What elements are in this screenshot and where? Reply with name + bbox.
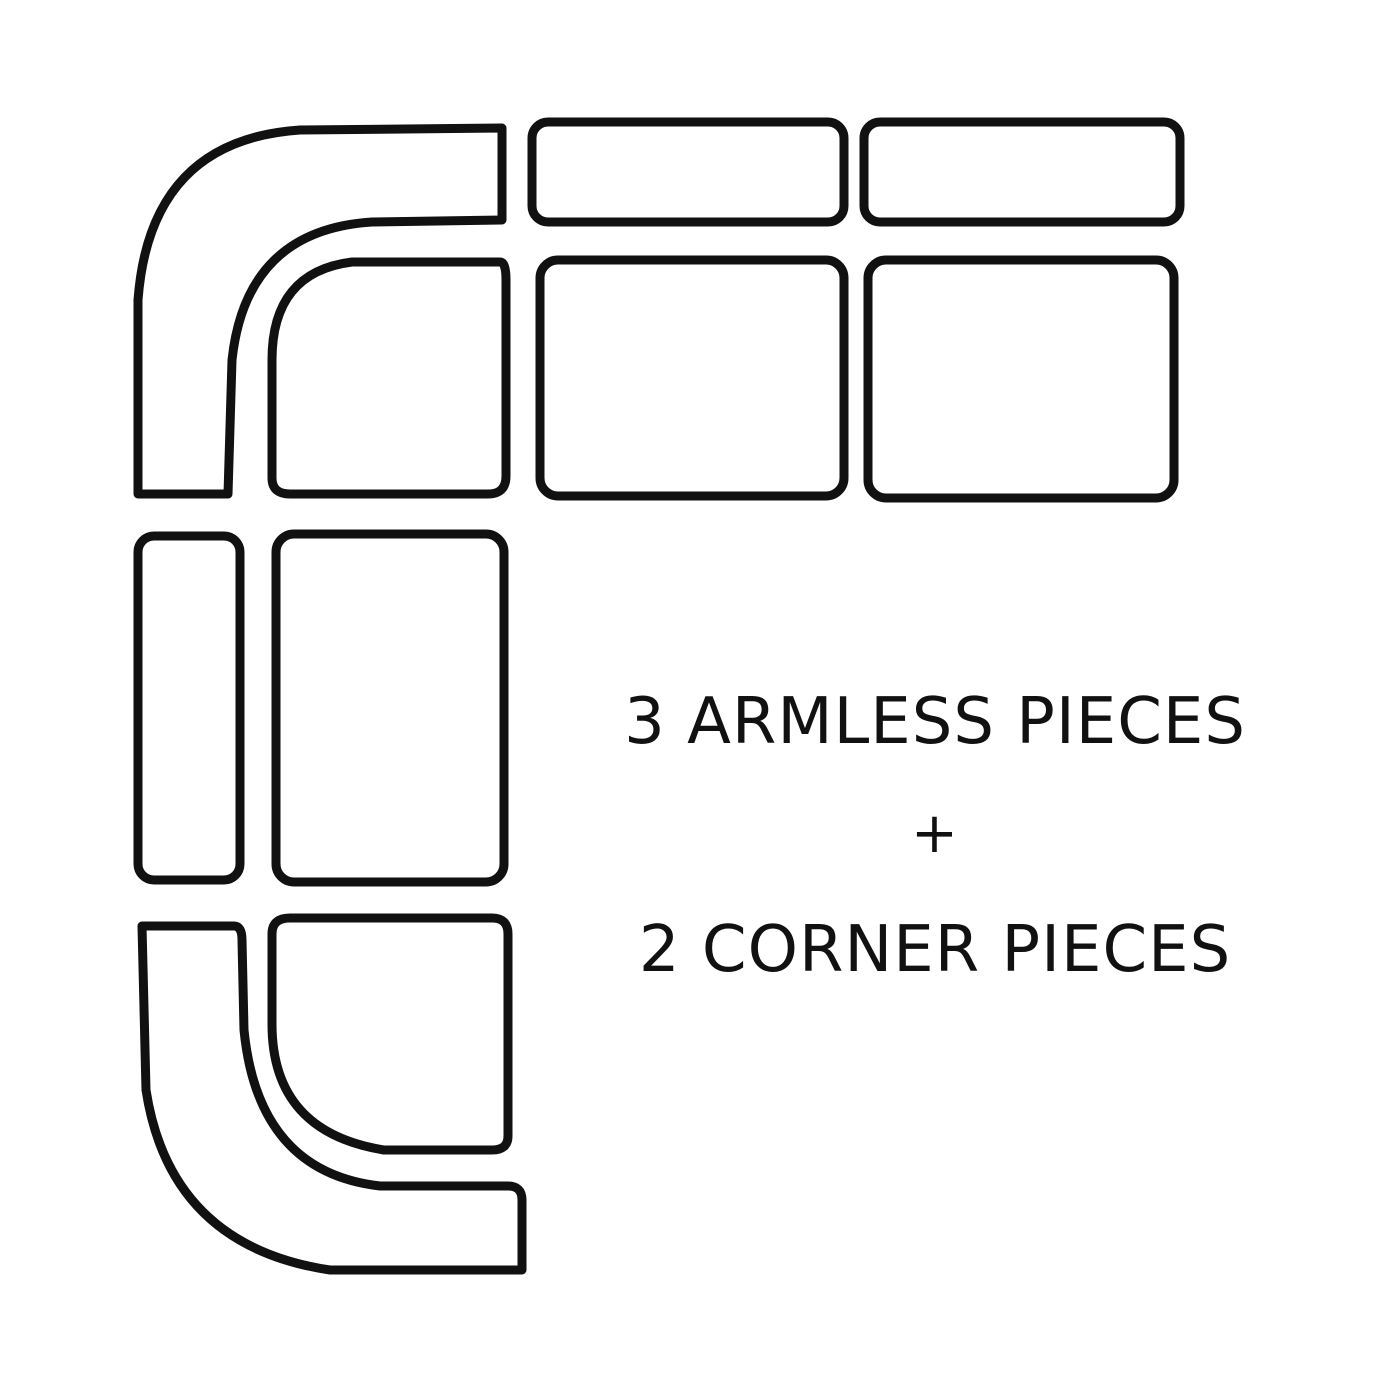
top-corner-seat (267, 257, 511, 499)
top-corner-backrest (133, 123, 507, 499)
top-armless-1-seat (535, 255, 849, 501)
bottom-corner-seat (267, 913, 513, 1155)
armless-pieces-label: 3 ARMLESS PIECES (624, 685, 1246, 759)
plus-sign: + (911, 801, 959, 866)
top-armless-2-seat (863, 255, 1179, 503)
bottom-corner-backrest (137, 921, 527, 1275)
corner-pieces-label: 2 CORNER PIECES (638, 913, 1232, 987)
left-armless-back (133, 531, 245, 885)
top-armless-1-back (527, 117, 849, 227)
left-armless-seat (271, 529, 509, 887)
top-armless-2-back (859, 117, 1185, 227)
